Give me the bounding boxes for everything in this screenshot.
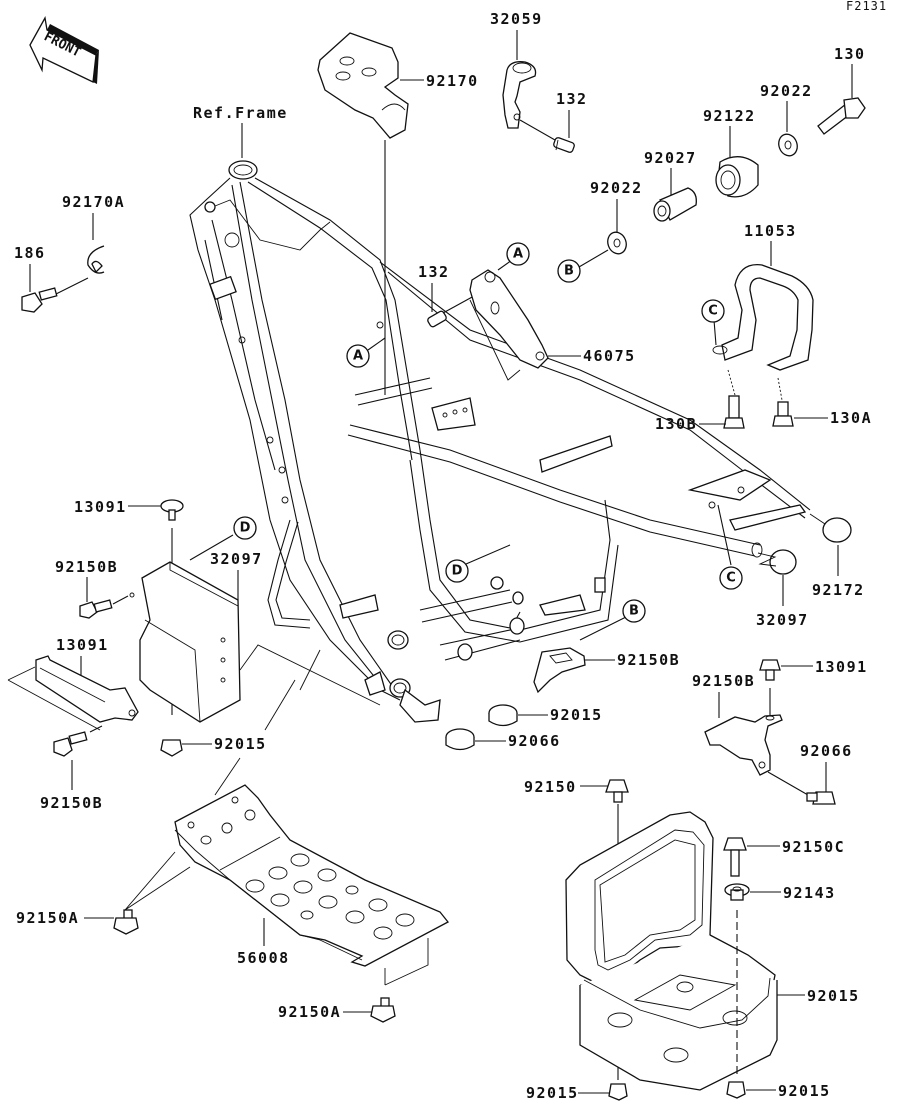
label-92150-a[interactable]: 13091 bbox=[815, 658, 868, 676]
label-92170A[interactable]: 92170A bbox=[62, 193, 125, 211]
part-92015-nut-br[interactable] bbox=[726, 1081, 746, 1099]
ref-frame-label: Ref.Frame bbox=[193, 104, 288, 122]
part-92150A-bolt-left[interactable] bbox=[113, 909, 139, 935]
label-132[interactable]: 132 bbox=[418, 263, 450, 281]
label-92170[interactable]: 92170 bbox=[426, 72, 479, 90]
label-13091[interactable]: 13091 bbox=[56, 636, 109, 654]
part-92160A-rubber[interactable] bbox=[533, 647, 586, 694]
label-92150A-bottom[interactable]: 92150A bbox=[278, 1003, 341, 1021]
label-92150B-top[interactable]: 92150B bbox=[55, 558, 118, 576]
part-92150-bolt-b[interactable] bbox=[806, 791, 836, 805]
callout-d-frame: D bbox=[445, 559, 469, 583]
label-92066-right[interactable]: 92172 bbox=[812, 581, 865, 599]
part-92160-cap-b[interactable] bbox=[445, 728, 475, 751]
part-92143-collar[interactable] bbox=[724, 883, 750, 901]
part-92150B-bolt-top[interactable] bbox=[79, 599, 113, 619]
part-92066-plug-left[interactable] bbox=[769, 549, 797, 575]
label-92150-c[interactable]: 92150 bbox=[524, 778, 577, 796]
label-92027[interactable]: 92027 bbox=[644, 149, 697, 167]
svg-text:C: C bbox=[708, 304, 718, 319]
part-92150B-bolt-bottom[interactable] bbox=[53, 731, 88, 757]
figure-code: F2131 bbox=[846, 0, 887, 13]
part-132-bolt[interactable] bbox=[427, 310, 448, 328]
part-92022-washer[interactable] bbox=[605, 230, 629, 257]
label-130B[interactable]: 130B bbox=[655, 415, 697, 433]
label-92160-a[interactable]: 92015 bbox=[550, 706, 603, 724]
part-32097-case[interactable] bbox=[129, 561, 241, 723]
part-46075-grab-bar[interactable] bbox=[712, 264, 814, 371]
label-92150A-left[interactable]: 92150A bbox=[16, 909, 79, 927]
svg-text:A: A bbox=[353, 349, 363, 364]
label-92122[interactable]: 92122 bbox=[703, 107, 756, 125]
part-92150-bolt-c[interactable] bbox=[605, 779, 629, 803]
label-130[interactable]: 130 bbox=[834, 45, 866, 63]
label-92160A[interactable]: 92150B bbox=[617, 651, 680, 669]
label-92172[interactable]: 13091 bbox=[74, 498, 127, 516]
label-55020[interactable]: 56008 bbox=[237, 949, 290, 967]
label-92015-bl[interactable]: 92015 bbox=[526, 1084, 579, 1102]
label-92150-b[interactable]: 92066 bbox=[800, 742, 853, 760]
part-92066-plug-right[interactable] bbox=[822, 517, 852, 543]
part-92122-collar[interactable] bbox=[715, 156, 759, 198]
part-92172-screw[interactable] bbox=[160, 499, 184, 521]
part-92150-bolt-a[interactable] bbox=[759, 659, 781, 681]
svg-text:D: D bbox=[452, 564, 463, 579]
part-132-bolt-top[interactable] bbox=[553, 137, 575, 153]
callout-b-top: B bbox=[557, 259, 581, 283]
part-186-bolt[interactable] bbox=[21, 287, 58, 313]
part-92015-nut-bl[interactable] bbox=[608, 1083, 628, 1101]
callout-b-frame: B bbox=[622, 599, 646, 623]
motorcycle-frame bbox=[189, 160, 811, 723]
svg-text:D: D bbox=[240, 521, 251, 536]
label-32097[interactable]: 32097 bbox=[210, 550, 263, 568]
callout-d-left: D bbox=[233, 516, 257, 540]
label-46075[interactable]: 11053 bbox=[744, 222, 797, 240]
part-13091-bracket[interactable] bbox=[35, 655, 139, 723]
part-130-bolt[interactable] bbox=[817, 97, 866, 135]
part-130B-bolt[interactable] bbox=[723, 395, 745, 429]
callout-a-bracket: A bbox=[506, 242, 530, 266]
label-92160-b[interactable]: 92066 bbox=[508, 732, 561, 750]
part-92027-sleeve[interactable] bbox=[653, 187, 697, 222]
part-56008-tool-box[interactable] bbox=[565, 811, 778, 1091]
part-92022-washer-top[interactable] bbox=[776, 132, 800, 159]
label-92143[interactable]: 92143 bbox=[783, 884, 836, 902]
label-132-top[interactable]: 132 bbox=[556, 90, 588, 108]
label-92015-left[interactable]: 92015 bbox=[214, 735, 267, 753]
label-186[interactable]: 186 bbox=[14, 244, 46, 262]
part-55020-skid-plate[interactable] bbox=[174, 784, 449, 967]
part-92170-bracket[interactable] bbox=[317, 32, 409, 139]
svg-text:B: B bbox=[564, 264, 574, 279]
label-92150C[interactable]: 92150C bbox=[782, 838, 845, 856]
part-12053-bracket[interactable] bbox=[704, 714, 783, 776]
label-92150B-bottom[interactable]: 92150B bbox=[40, 794, 103, 812]
front-direction-arrow: FRONT bbox=[29, 16, 99, 84]
part-11053-bracket[interactable] bbox=[469, 269, 549, 381]
label-56008[interactable]: 92015 bbox=[807, 987, 860, 1005]
svg-text:B: B bbox=[629, 604, 639, 619]
part-92160-cap-a[interactable] bbox=[488, 704, 518, 727]
part-92170A-clip[interactable] bbox=[87, 245, 105, 274]
label-12053[interactable]: 92150B bbox=[692, 672, 755, 690]
callout-a-frame: A bbox=[346, 344, 370, 368]
svg-text:C: C bbox=[726, 571, 736, 586]
callout-c-frame: C bbox=[719, 566, 743, 590]
callout-c-bar: C bbox=[701, 299, 725, 323]
label-92022[interactable]: 92022 bbox=[590, 179, 643, 197]
part-130A-bolt[interactable] bbox=[772, 401, 794, 427]
label-11053[interactable]: 46075 bbox=[583, 347, 636, 365]
part-92150A-bolt-bottom[interactable] bbox=[370, 997, 396, 1023]
label-32059[interactable]: 32059 bbox=[490, 10, 543, 28]
part-92150C-bolt[interactable] bbox=[723, 837, 747, 877]
label-92066-left[interactable]: 32097 bbox=[756, 611, 809, 629]
label-92015-br[interactable]: 92015 bbox=[778, 1082, 831, 1100]
part-32059-clamp[interactable] bbox=[502, 61, 537, 129]
part-92015-nut-left[interactable] bbox=[160, 739, 183, 757]
label-92022-top[interactable]: 92022 bbox=[760, 82, 813, 100]
label-130A[interactable]: 130A bbox=[830, 409, 872, 427]
svg-text:A: A bbox=[513, 247, 523, 262]
